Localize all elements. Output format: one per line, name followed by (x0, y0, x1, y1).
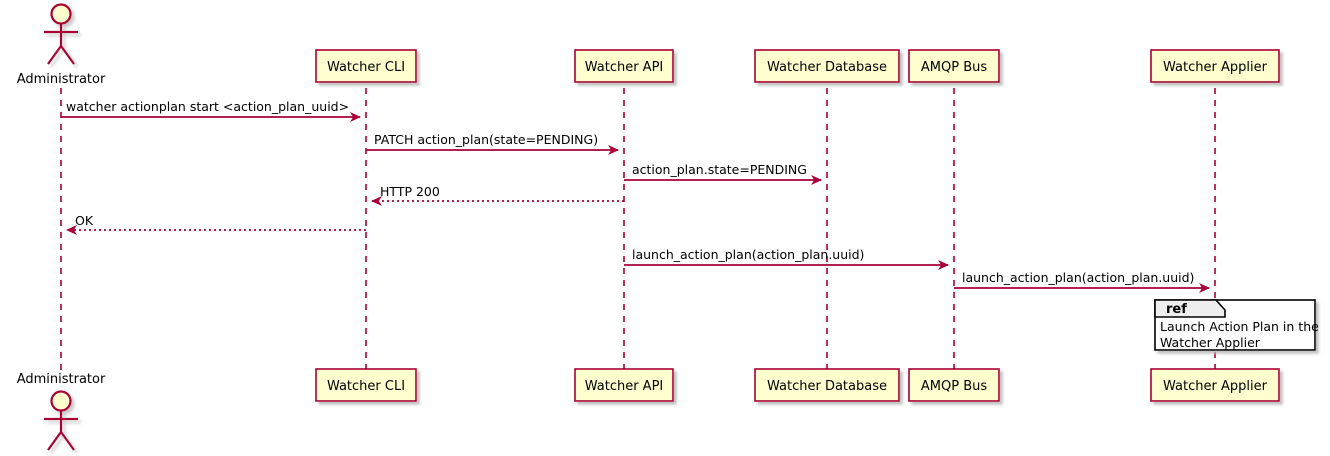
participant-box-amqp-bus-bottom[interactable]: AMQP Bus (908, 368, 1000, 402)
participant-box-rect (315, 368, 417, 402)
message-7[interactable]: launch_action_plan(action_plan.uuid) (954, 270, 1210, 293)
actor-leg-left-line (47, 45, 62, 65)
actor-head-icon (50, 3, 72, 25)
message-5[interactable]: OK (66, 213, 366, 235)
participant-box-rect (754, 368, 900, 402)
ref-fragment-line-1: Launch Action Plan in the (1160, 319, 1319, 334)
ref-fragment-line-2: Watcher Applier (1160, 335, 1261, 350)
participant-label: Watcher Applier (1163, 60, 1268, 75)
participant-label: Watcher Database (767, 60, 887, 75)
message-label: launch_action_plan(action_plan.uuid) (962, 270, 1194, 285)
ref-fragment-tab-shape (1154, 299, 1226, 318)
ref-fragment[interactable]: ref Launch Action Plan in the Watcher Ap… (1154, 299, 1319, 351)
actor-label-administrator-top: Administrator (17, 72, 106, 87)
lifelines-group (60, 88, 1216, 370)
participant-box-rect (754, 49, 900, 83)
participant-label: AMQP Bus (921, 60, 987, 75)
actor-leg-left-line (47, 431, 62, 451)
message-label: launch_action_plan(action_plan.uuid) (632, 247, 864, 262)
participant-label: Watcher API (585, 60, 664, 75)
participant-box-watcher-cli-top[interactable]: Watcher CLI (315, 49, 417, 83)
message-label: OK (75, 213, 94, 228)
participant-box-watcher-api-bottom[interactable]: Watcher API (574, 368, 674, 402)
actor-head-icon (50, 390, 72, 412)
actor-administrator-top[interactable] (44, 3, 78, 65)
participant-box-rect (1150, 49, 1280, 83)
participant-box-watcher-applier-top[interactable]: Watcher Applier (1150, 49, 1280, 83)
participant-box-rect (315, 49, 417, 83)
participant-box-rect (574, 368, 674, 402)
message-2[interactable]: PATCH action_plan(state=PENDING) (366, 132, 619, 155)
actor-leg-right-line (60, 45, 75, 65)
participant-box-rect (1150, 368, 1280, 402)
participant-label: AMQP Bus (921, 379, 987, 394)
message-label: PATCH action_plan(state=PENDING) (374, 132, 598, 147)
participant-box-watcher-applier-bottom[interactable]: Watcher Applier (1150, 368, 1280, 402)
participant-label: Watcher Database (767, 379, 887, 394)
participant-box-rect (908, 368, 1000, 402)
participant-box-rect (574, 49, 674, 83)
message-3[interactable]: action_plan.state=PENDING (624, 162, 822, 185)
participant-box-rect (908, 49, 1000, 83)
participant-box-watcher-database-top[interactable]: Watcher Database (754, 49, 900, 83)
participant-label: Watcher API (585, 379, 664, 394)
actor-administrator-bottom[interactable] (44, 390, 78, 451)
participant-label: Watcher CLI (327, 379, 405, 394)
message-label: action_plan.state=PENDING (632, 162, 807, 177)
participant-box-watcher-database-bottom[interactable]: Watcher Database (754, 368, 900, 402)
message-6[interactable]: launch_action_plan(action_plan.uuid) (624, 247, 949, 270)
participant-label: Watcher Applier (1163, 379, 1268, 394)
message-1[interactable]: watcher actionplan start <action_plan_uu… (61, 99, 361, 122)
message-label: watcher actionplan start <action_plan_uu… (66, 99, 349, 114)
actor-label-administrator-bottom: Administrator (17, 372, 106, 387)
ref-fragment-keyword: ref (1166, 302, 1187, 317)
participant-box-watcher-api-top[interactable]: Watcher API (574, 49, 674, 83)
message-label: HTTP 200 (380, 184, 440, 199)
message-4[interactable]: HTTP 200 (371, 184, 624, 206)
participant-label: Watcher CLI (327, 60, 405, 75)
actor-leg-right-line (60, 431, 75, 451)
participant-box-amqp-bus-top[interactable]: AMQP Bus (908, 49, 1000, 83)
participant-box-watcher-cli-bottom[interactable]: Watcher CLI (315, 368, 417, 402)
